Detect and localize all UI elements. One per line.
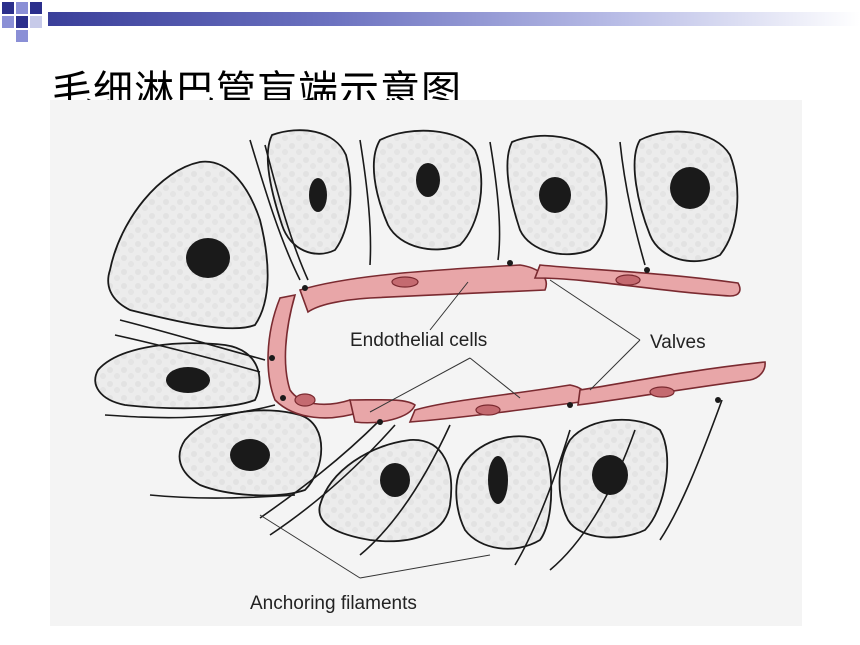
diagram-drawing: [94, 129, 766, 579]
endothelial-nuclei: [294, 274, 675, 416]
filament-lines: [104, 139, 723, 571]
corner-squares-icon: [2, 2, 42, 42]
attachment-points: [269, 260, 721, 425]
label-valves: Valves: [650, 332, 706, 353]
cell-nuclei: [166, 163, 710, 504]
endothelial-wall: [267, 264, 766, 424]
label-anchoring-filaments: Anchoring filaments: [250, 593, 417, 614]
label-leader-lines: [259, 279, 641, 579]
header-gradient-band: [48, 12, 860, 26]
tissue-cells-top: [107, 129, 739, 330]
label-endothelial-cells: Endothelial cells: [350, 330, 488, 351]
slide-header-decoration: [0, 0, 860, 42]
lymphatic-capillary-diagram: Endothelial cells Valves Anchoring filam…: [50, 100, 802, 626]
